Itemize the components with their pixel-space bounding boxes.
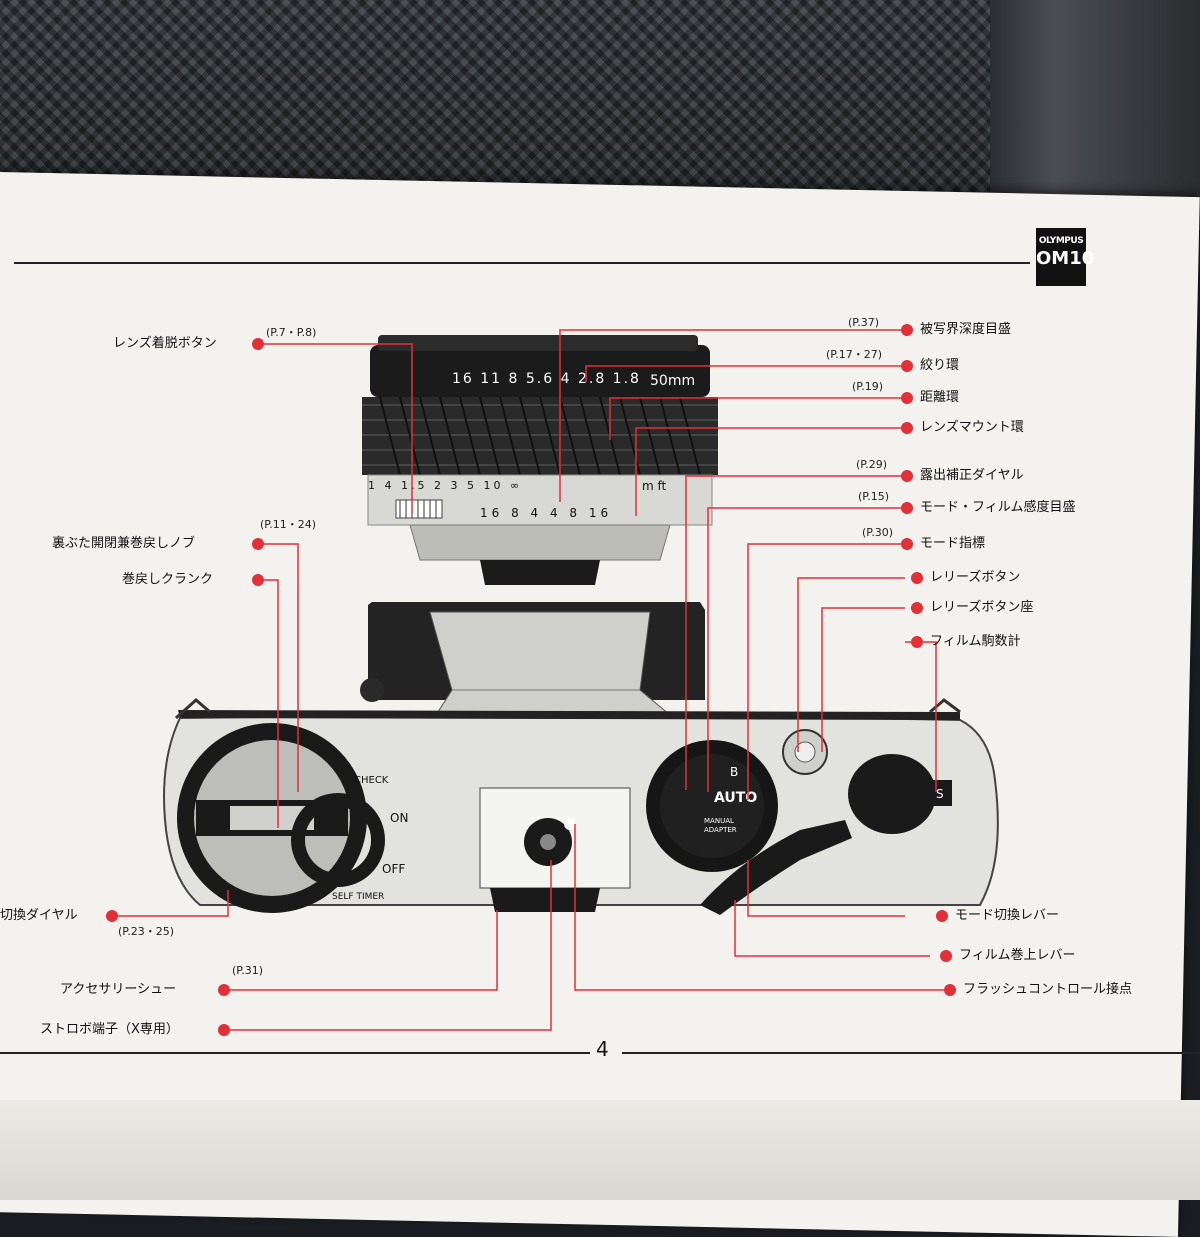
label-focus-ring: 距離環 <box>920 390 960 405</box>
ref-lens-release-button: (P.7・P.8) <box>266 326 317 339</box>
dot-accessory-shoe <box>218 984 230 996</box>
focal-length-text: 50mm <box>650 373 696 389</box>
m-ft-text: m ft <box>642 479 667 493</box>
footer-rule-left <box>0 1052 590 1054</box>
self-timer-text: SELF TIMER <box>332 892 385 902</box>
ref-rewind-knob: (P.11・24) <box>260 518 316 531</box>
label-accessory-shoe: アクセサリーシュー <box>60 982 177 997</box>
label-rewind-crank: 巻戻しクランク <box>122 572 214 587</box>
dot-lens-mount-ring <box>901 422 913 434</box>
label-frame-counter: フィルム駒数計 <box>930 634 1021 649</box>
lens-front-ring <box>370 345 710 397</box>
auto-text: AUTO <box>714 790 758 806</box>
frame-counter-knob <box>848 754 936 834</box>
case-rim <box>990 0 1200 230</box>
check-text: CHECK <box>354 775 389 786</box>
footer-rule-right <box>622 1052 1200 1054</box>
dot-lens-release-button <box>252 338 264 350</box>
ref-accessory-shoe: (P.31) <box>232 964 263 977</box>
s-text: S <box>936 787 944 801</box>
dot-selector-dial <box>106 910 118 922</box>
dot-flash-contact <box>944 984 956 996</box>
ref-exposure-comp: (P.29) <box>856 458 887 471</box>
dot-rewind-knob <box>252 538 264 550</box>
label-aperture-ring: 絞り環 <box>920 358 960 373</box>
b-text: B <box>730 765 739 779</box>
dot-film-advance-lever <box>940 950 952 962</box>
label-film-advance-lever: フィルム巻上レバー <box>959 948 1076 963</box>
ref-focus-ring: (P.19) <box>852 380 883 393</box>
film-advance-lever <box>700 820 852 915</box>
dot-frame-counter <box>911 636 923 648</box>
label-release-button-seat: レリーズボタン座 <box>930 600 1034 615</box>
dot-exposure-comp <box>901 470 913 482</box>
dot-mode-film-speed <box>901 502 913 514</box>
ref-selector-dial: (P.23・25) <box>118 925 174 938</box>
dof-scale-text: 16 8 4 4 8 16 <box>480 506 613 520</box>
label-dof-scale: 被写界深度目盛 <box>920 322 1012 337</box>
aperture-scale-text: 16 11 8 5.6 4 2.8 1.8 <box>452 371 641 387</box>
dot-dof-scale <box>901 324 913 336</box>
label-mode-film-speed: モード・フィルム感度目盛 <box>920 500 1076 515</box>
logo-brand: OLYMPUS <box>1038 236 1084 246</box>
label-release-button: レリーズボタン <box>930 570 1021 585</box>
dot-aperture-ring <box>901 360 913 372</box>
olympus-om10-logo: OLYMPUS OM10 <box>1036 228 1095 286</box>
on-text: ON <box>390 811 409 825</box>
logo-model: OM10 <box>1036 248 1095 269</box>
label-mode-lever: モード切換レバー <box>955 908 1060 923</box>
off-text: OFF <box>382 862 406 876</box>
dot-release-button <box>911 572 923 584</box>
page-number: 4 <box>596 1037 609 1061</box>
ref-dof-scale: (P.37) <box>848 316 879 329</box>
lens-focus-ring <box>362 397 718 475</box>
dot-flash-terminal <box>218 1024 230 1036</box>
camera-illustration <box>163 335 999 915</box>
dot-release-button-seat <box>911 602 923 614</box>
label-selector-dial: 切換ダイヤル <box>0 908 78 923</box>
dot-mode-index <box>901 538 913 550</box>
label-flash-terminal: ストロボ端子（X専用） <box>40 1022 179 1037</box>
ref-aperture-ring: (P.17・27) <box>826 348 882 361</box>
label-exposure-comp: 露出補正ダイヤル <box>920 468 1024 483</box>
page-lower-area <box>0 1100 1200 1200</box>
dot-rewind-crank <box>252 574 264 586</box>
leader-lines <box>118 329 944 1031</box>
ref-mode-film-speed: (P.15) <box>858 490 889 503</box>
ref-mode-index: (P.30) <box>862 526 893 539</box>
header-rule <box>14 262 1030 264</box>
label-flash-contact: フラッシュコントロール接点 <box>963 982 1133 997</box>
label-rewind-knob: 裏ぶた開閉兼巻戻しノブ <box>52 536 196 551</box>
distance-scale-text: 1 4 1.5 2 3 5 10 ∞ <box>368 479 523 492</box>
manual-adapter-text: MANUAL ADAPTER <box>704 817 737 834</box>
dot-focus-ring <box>901 392 913 404</box>
dot-mode-lever <box>936 910 948 922</box>
label-lens-release-button: レンズ着脱ボタン <box>113 336 217 351</box>
label-mode-index: モード指標 <box>920 536 986 551</box>
label-lens-mount-ring: レンズマウント環 <box>920 420 1024 435</box>
